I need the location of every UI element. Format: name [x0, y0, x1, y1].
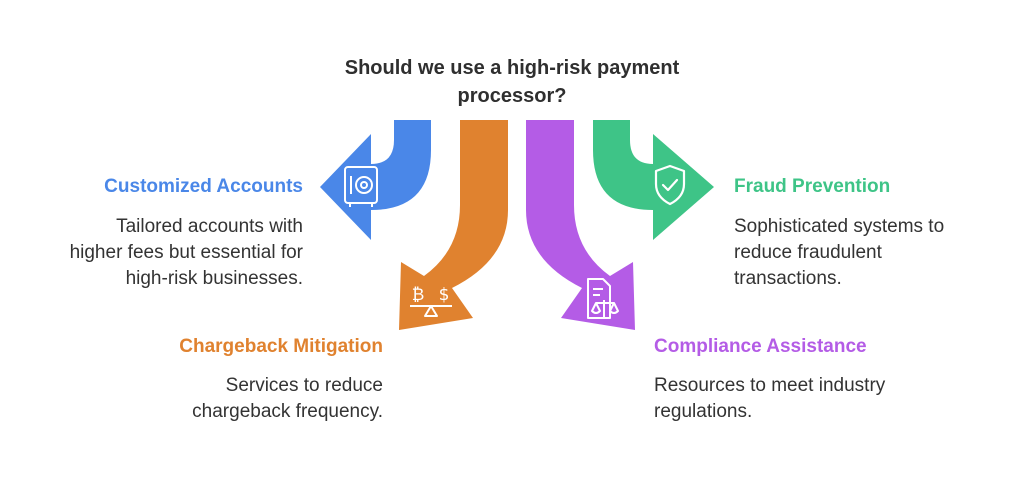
title-line-1: Should we use a high-risk payment [344, 57, 680, 79]
bitcoin-glyph: ₿ [412, 285, 425, 305]
customized-accounts-description: Tailored accounts with higher fees but e… [70, 214, 303, 292]
description-line: Sophisticated systems to [734, 216, 945, 237]
customized-accounts-heading: Customized Accounts [104, 176, 303, 197]
description-line: Services to reduce [225, 375, 383, 396]
shield-check-icon [654, 164, 686, 206]
description-line: transactions. [734, 268, 842, 289]
green-arrow [593, 120, 714, 240]
document-scale-icon [587, 278, 619, 319]
chargeback-mitigation-heading: Chargeback Mitigation [179, 336, 383, 357]
description-line: higher fees but essential for [69, 242, 303, 263]
diagram-title: Should we use a high-risk payment proces… [312, 54, 712, 110]
description-line: high-risk businesses. [125, 268, 303, 289]
compliance-assistance-description: Resources to meet industry regulations. [654, 373, 885, 425]
chargeback-mitigation-description: Services to reduce chargeback frequency. [192, 373, 383, 425]
description-line: Resources to meet industry [654, 375, 886, 396]
fraud-prevention-heading: Fraud Prevention [734, 176, 891, 197]
purple-arrow [526, 120, 635, 330]
description-line: Tailored accounts with [116, 216, 303, 237]
orange-arrow [399, 120, 508, 330]
fraud-prevention-description: Sophisticated systems to reduce fraudule… [734, 214, 944, 292]
compliance-assistance-heading: Compliance Assistance [654, 336, 867, 357]
dollar-glyph: $ [439, 285, 450, 305]
description-line: reduce fraudulent [734, 242, 882, 263]
description-line: regulations. [654, 401, 753, 422]
blue-arrow [320, 120, 431, 240]
title-line-2: processor? [457, 85, 567, 107]
currency-scale-icon: ₿ $ [410, 285, 452, 317]
description-line: chargeback frequency. [192, 401, 383, 422]
safe-icon [344, 166, 378, 207]
